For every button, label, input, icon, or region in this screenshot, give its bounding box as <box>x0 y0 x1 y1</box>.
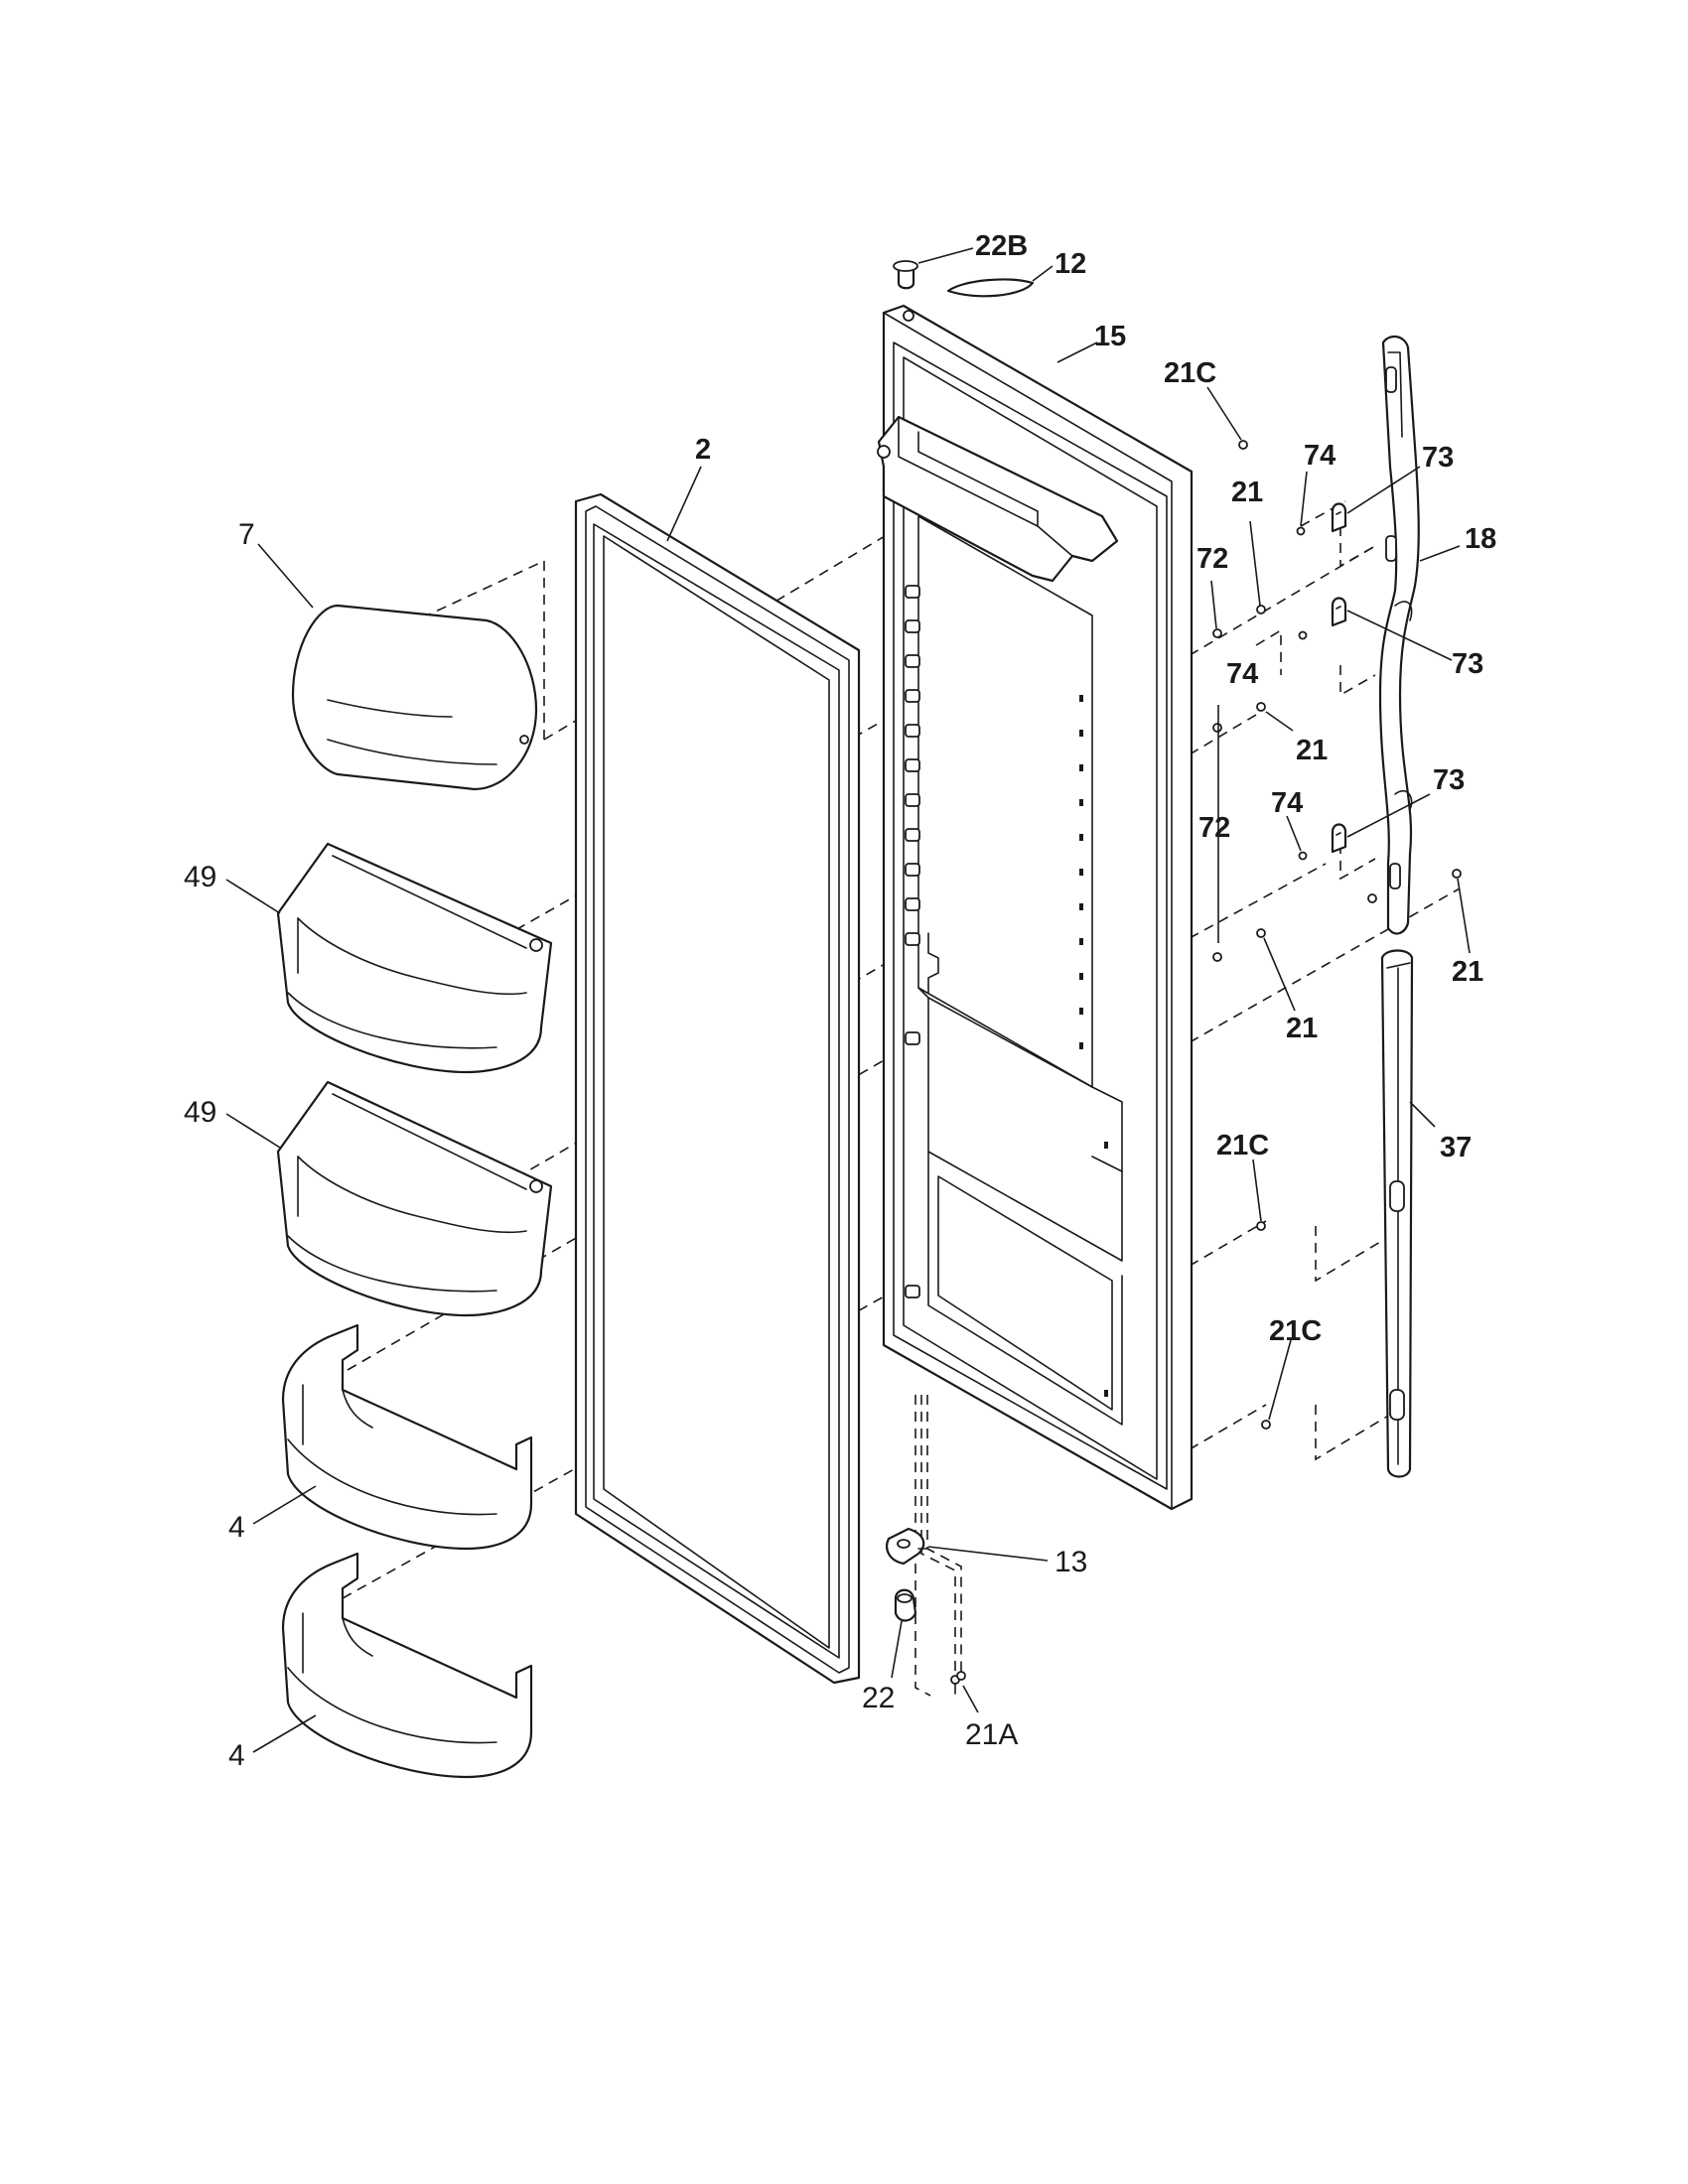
leader-lines <box>225 247 1471 1753</box>
part-4-shallow-bin-upper <box>281 1323 533 1551</box>
label-7: 7 <box>238 518 255 551</box>
part-22-bushing <box>894 1588 917 1622</box>
label-21C-top: 21C <box>1164 357 1216 389</box>
part-37-lower-handle <box>1380 949 1414 1478</box>
label-21A: 21A <box>965 1718 1018 1751</box>
label-4-upper: 4 <box>228 1511 245 1544</box>
door-shelf-marks <box>1079 695 1108 1397</box>
label-73-a: 73 <box>1422 442 1454 474</box>
label-49-lower: 49 <box>184 1096 216 1129</box>
part-49-door-bin-upper <box>276 842 553 1074</box>
part-73-clips <box>1331 502 1347 854</box>
part-2-door-gasket <box>574 492 861 1685</box>
part-13-hinge-bracket <box>886 1527 929 1566</box>
label-73-b: 73 <box>1452 648 1483 680</box>
label-22B: 22B <box>975 230 1028 262</box>
label-22: 22 <box>862 1682 895 1714</box>
label-12: 12 <box>1055 248 1086 280</box>
part-4-shallow-bin-lower <box>281 1552 533 1779</box>
part-7-cylinder-cover <box>291 604 538 791</box>
label-74-c: 74 <box>1271 787 1303 819</box>
part-labels: 7 2 49 49 4 4 22B 12 15 21C 74 73 21 18 … <box>184 230 1496 1772</box>
label-18: 18 <box>1465 523 1496 555</box>
door-shelf-bumps <box>905 585 920 1298</box>
part-21A-screws <box>950 1671 966 1695</box>
label-72-a: 72 <box>1196 543 1228 575</box>
label-21C-mid: 21C <box>1216 1130 1269 1161</box>
label-4-lower: 4 <box>228 1739 245 1772</box>
label-15: 15 <box>1094 321 1126 352</box>
label-21-a: 21 <box>1231 477 1263 508</box>
label-21C-bottom: 21C <box>1269 1315 1322 1347</box>
label-21-c: 21 <box>1452 956 1483 988</box>
part-15-door-assembly <box>877 304 1194 1511</box>
label-74-b: 74 <box>1226 658 1258 690</box>
label-21-d: 21 <box>1286 1013 1318 1044</box>
label-2: 2 <box>695 434 711 466</box>
fasteners <box>1212 440 1462 1430</box>
part-49-door-bin-lower <box>276 1080 553 1317</box>
label-13: 13 <box>1055 1546 1087 1578</box>
label-49-upper: 49 <box>184 861 216 893</box>
label-72-b: 72 <box>1198 812 1230 844</box>
label-37: 37 <box>1440 1132 1472 1163</box>
label-74-a: 74 <box>1304 440 1336 472</box>
label-21-b: 21 <box>1296 735 1328 766</box>
part-22B-bushing <box>893 260 918 290</box>
label-73-c: 73 <box>1433 764 1465 796</box>
part-12-plug <box>946 278 1035 298</box>
